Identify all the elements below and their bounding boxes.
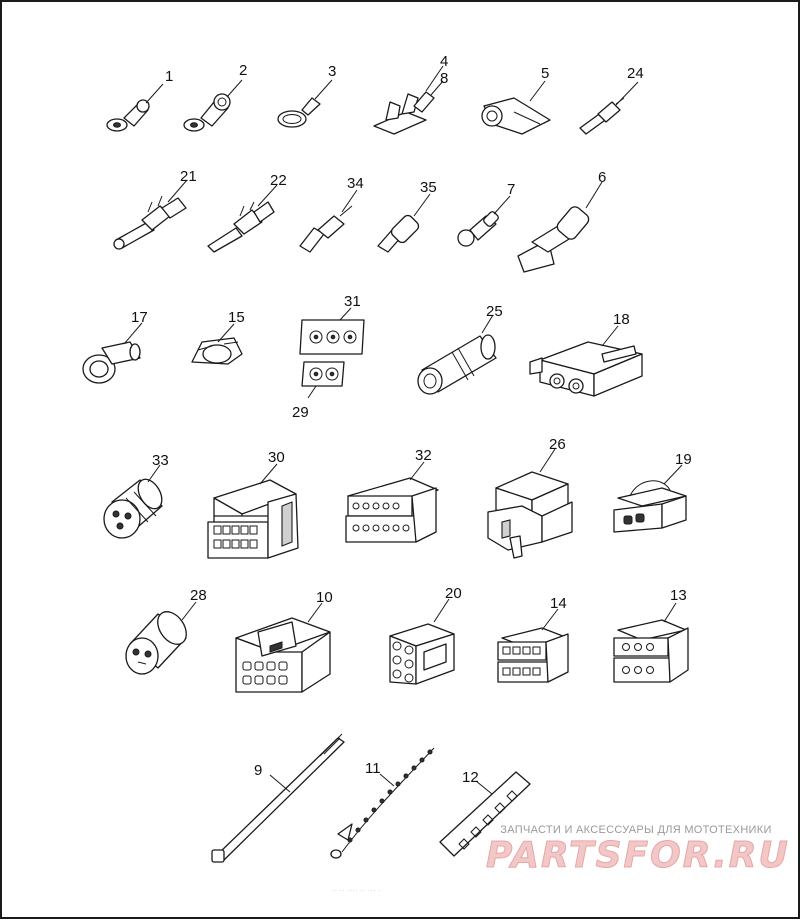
faint-footnote: ·· ·· ···· ·· ··· · — [332, 886, 381, 895]
part-19-two-pin-housing — [613, 480, 687, 533]
callout-22: 22 — [270, 172, 287, 189]
callout-31: 31 — [344, 293, 361, 310]
callout-18: 18 — [613, 311, 630, 328]
watermark-tagline: ЗАПЧАСТИ И АКСЕССУАРЫ ДЛЯ МОТОТЕХНИКИ — [500, 824, 772, 836]
part-26-relay-housing — [487, 471, 573, 559]
callout-9: 9 — [254, 762, 262, 779]
part-21-crimp-terminal — [113, 195, 187, 250]
part-7-terminal — [457, 211, 499, 247]
part-30-multi-pin-housing — [207, 479, 299, 559]
callout-8: 8 — [440, 70, 448, 87]
callout-3: 3 — [328, 63, 336, 80]
part-2-ring-terminal — [183, 93, 231, 132]
part-33-round-connector — [103, 478, 163, 539]
part-28-round-connector — [125, 611, 187, 675]
callout-26: 26 — [549, 436, 566, 453]
part-25-sleeve-connector — [417, 334, 497, 395]
part-20-6-pin-housing — [389, 623, 455, 685]
callout-33: 33 — [152, 452, 169, 469]
part-6-insulated-spade — [517, 206, 590, 273]
callout-15: 15 — [228, 309, 245, 326]
part-9-cable-tie — [211, 733, 345, 863]
part-24-pin-terminal — [579, 97, 625, 135]
callout-30: 30 — [268, 449, 285, 466]
part-31-seal-plate — [299, 319, 365, 355]
callout-2: 2 — [239, 62, 247, 79]
watermark-logo: PARTSFOR.RU — [486, 835, 790, 876]
part-29-seal-plate — [301, 361, 345, 387]
callout-28: 28 — [190, 587, 207, 604]
callout-20: 20 — [445, 585, 462, 602]
part-3-ring-terminal — [277, 97, 321, 128]
callout-24: 24 — [627, 65, 644, 82]
callout-12: 12 — [462, 769, 479, 786]
callout-29: 29 — [292, 404, 309, 421]
part-32-multi-pin-housing — [345, 477, 439, 543]
callout-5: 5 — [541, 65, 549, 82]
part-17-boot — [82, 341, 141, 384]
callout-21: 21 — [180, 168, 197, 185]
part-15-clip — [191, 337, 243, 365]
part-35-terminal — [377, 214, 420, 253]
callout-10: 10 — [316, 589, 333, 606]
part-13-6-pin-housing — [613, 619, 689, 683]
callout-14: 14 — [550, 595, 567, 612]
part-18-housing — [529, 341, 643, 397]
callout-6: 6 — [598, 169, 606, 186]
callout-1: 1 — [165, 68, 173, 85]
callout-25: 25 — [486, 303, 503, 320]
part-34-terminal — [299, 205, 353, 253]
callout-17: 17 — [131, 309, 148, 326]
part-10-8-pin-housing — [235, 617, 331, 693]
part-5-boot-terminal — [481, 97, 551, 135]
part-4-8-spade-terminal — [373, 91, 435, 135]
part-12-mounting-strip — [439, 771, 531, 857]
watermark: ЗАПЧАСТИ И АКСЕССУАРЫ ДЛЯ МОТОТЕХНИКИ PA… — [486, 824, 790, 876]
callout-32: 32 — [415, 447, 432, 464]
part-11-beaded-strap — [330, 747, 435, 859]
part-1-ring-terminal — [106, 99, 150, 132]
callout-35: 35 — [420, 179, 437, 196]
callout-11: 11 — [365, 760, 381, 777]
part-14-8-pin-housing — [497, 627, 569, 683]
part-22-crimp-terminal — [207, 201, 275, 253]
callout-34: 34 — [347, 175, 364, 192]
callout-7: 7 — [507, 181, 515, 198]
callout-19: 19 — [675, 451, 692, 468]
callout-4: 4 — [440, 53, 448, 70]
callout-13: 13 — [670, 587, 687, 604]
